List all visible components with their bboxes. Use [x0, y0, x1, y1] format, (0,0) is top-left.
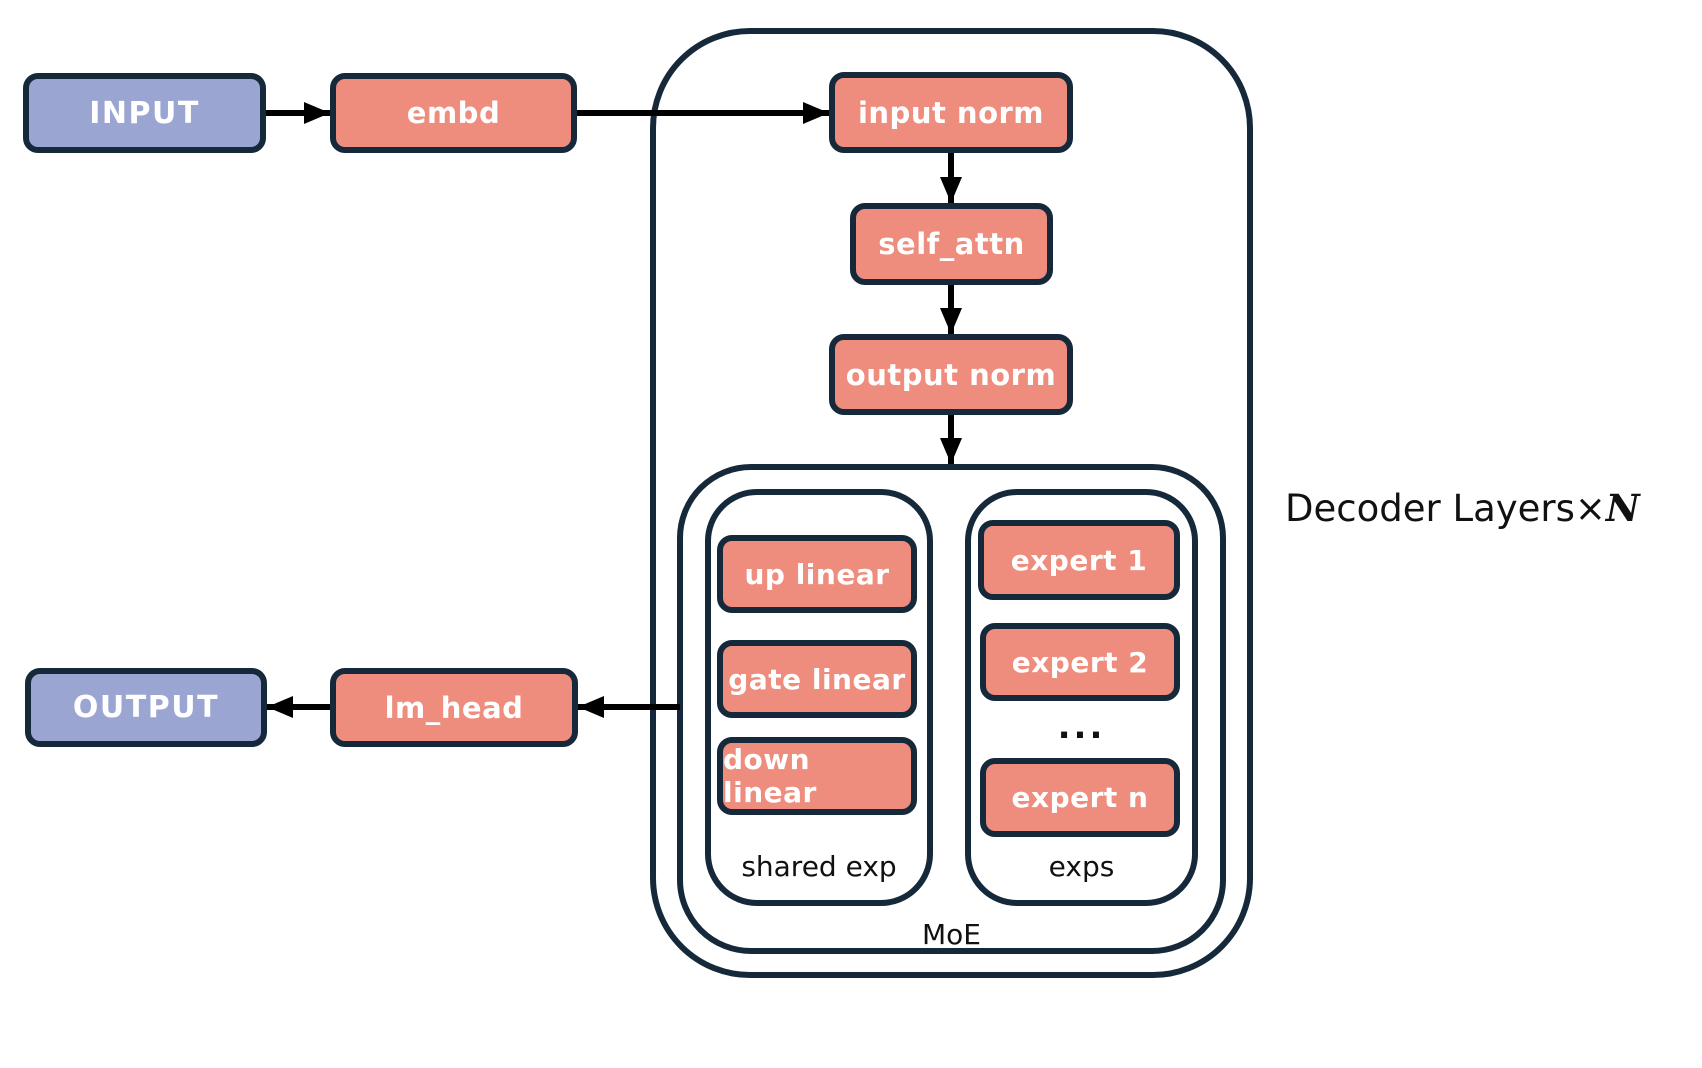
shared-exp-label: shared exp — [741, 850, 897, 883]
times-sign: × — [1574, 487, 1606, 530]
exps-label: exps — [1048, 850, 1115, 883]
expert-2-node: expert 2 — [980, 623, 1180, 701]
lm-head-node: lm_head — [330, 668, 578, 747]
down-linear-node: down linear — [717, 737, 917, 815]
decoder-layer-container — [650, 28, 1253, 978]
expert-1-node: expert 1 — [978, 520, 1180, 600]
decoder-layers-text: Decoder Layers — [1285, 487, 1575, 530]
input-norm-node: input norm — [829, 72, 1073, 153]
output-node: OUTPUT — [25, 668, 267, 747]
moe-container — [677, 464, 1226, 954]
input-node: INPUT — [23, 73, 266, 153]
output-norm-node: output norm — [829, 334, 1073, 415]
n-variable: N — [1605, 486, 1640, 530]
embd-node: embd — [330, 73, 577, 153]
moe-label: MoE — [922, 918, 981, 951]
expert-n-node: expert n — [980, 758, 1180, 837]
gate-linear-node: gate linear — [717, 640, 917, 718]
decoder-layers-caption: Decoder Layers×N — [1285, 486, 1640, 530]
up-linear-node: up linear — [717, 535, 917, 613]
experts-ellipsis: ... — [1057, 707, 1106, 747]
self-attn-node: self_attn — [850, 203, 1053, 285]
shared-exp-container — [705, 489, 933, 906]
exps-container — [965, 489, 1198, 906]
